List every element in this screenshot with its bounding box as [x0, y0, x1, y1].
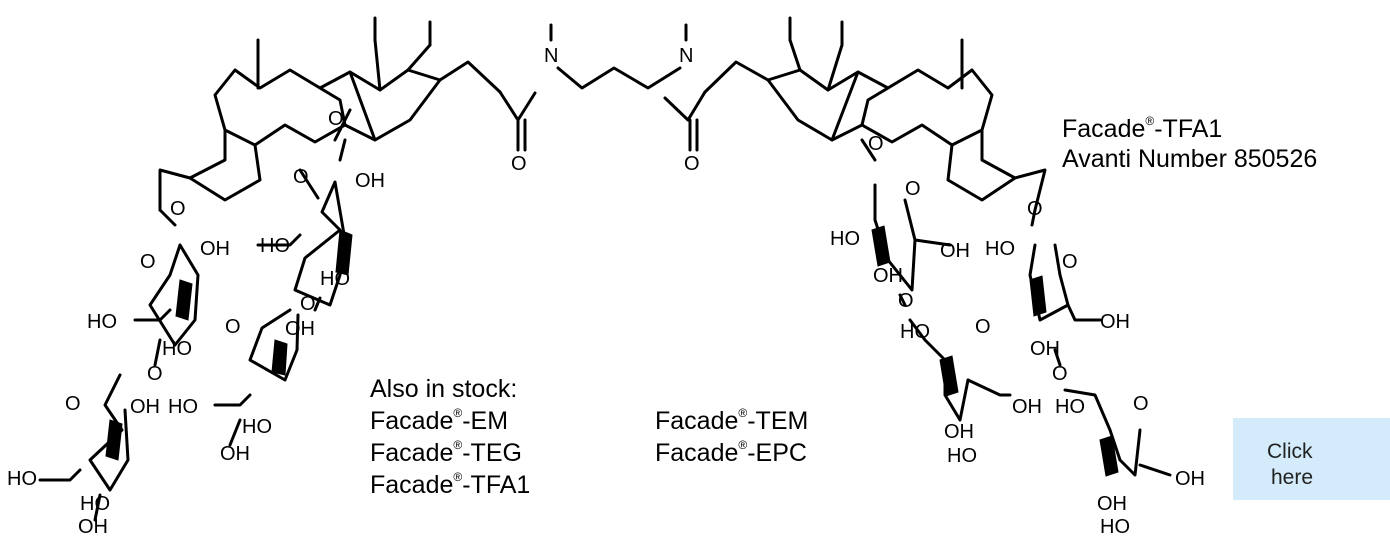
hydroxyl-27: OH [1097, 493, 1127, 515]
click-here-line-2: here [1271, 466, 1314, 489]
nitrogen-atom-right: N [679, 45, 693, 67]
ring-oxygen-3: O [140, 251, 156, 273]
stock-heading: Also in stock: [370, 375, 518, 403]
hydroxyl-6: HO [242, 416, 272, 438]
click-here-line-1: Click [1267, 440, 1313, 463]
hydroxyl-1: OH [355, 170, 385, 192]
nitrogen-atom-left: N [544, 45, 558, 67]
click-here-button[interactable]: Click here [1233, 418, 1390, 500]
hydroxyl-13: HO [80, 493, 110, 515]
hydroxyl-8: OH [200, 238, 230, 260]
ring-oxygen-2: O [225, 316, 241, 338]
stock-item: Facade®-EM [370, 406, 508, 436]
ring-oxygen-6: O [975, 316, 991, 338]
hydroxyl-10: HO [162, 338, 192, 360]
hydroxyl-5: HO [168, 396, 198, 418]
glycosidic-oxygen-4: O [147, 363, 163, 385]
product-name-suffix: -TFA1 [1154, 115, 1223, 143]
hydroxyl-26: OH [1175, 468, 1205, 490]
hydroxyl-28: HO [1100, 516, 1130, 537]
stock-item: Facade®-TEM [655, 406, 808, 436]
hydroxyl-20: OH [944, 421, 974, 443]
sugar-chain-right-outer: O O HO OH OH O O HO OH OH HO [985, 198, 1205, 537]
steroid-core-right [766, 16, 1047, 212]
sugar-chain-right-inner: O O HO OH OH O O HO OH OH HO [830, 133, 1042, 467]
hydroxyl-16: OH [940, 240, 970, 262]
glycosidic-oxygen-3: O [170, 198, 186, 220]
glycosidic-oxygen-8: O [1052, 363, 1068, 385]
registered-mark: ® [453, 406, 463, 420]
registered-mark: ® [738, 406, 748, 420]
ring-oxygen-4: O [65, 393, 81, 415]
registered-mark: ® [453, 438, 463, 452]
hydroxyl-14: OH [78, 516, 108, 537]
ring-oxygen-8: O [1133, 393, 1149, 415]
hydroxyl-19: OH [1012, 396, 1042, 418]
glycosidic-oxygen-6: O [898, 290, 914, 312]
hydroxyl-24: OH [1030, 338, 1060, 360]
carbonyl-oxygen-left: O [511, 153, 527, 175]
stock-item: Facade®-TFA1 [370, 470, 530, 500]
hydroxyl-22: HO [985, 238, 1015, 260]
stock-item-prefix: Facade [655, 407, 739, 435]
stock-item-suffix: -TFA1 [462, 471, 531, 499]
product-name-prefix: Facade [1062, 115, 1146, 143]
stock-item-suffix: -EM [462, 407, 509, 435]
sugar-chain-left-outer: O O OH HO HO O O OH HO HO OH [7, 198, 230, 537]
stock-item-prefix: Facade [370, 439, 454, 467]
glycosidic-oxygen-7: O [1027, 198, 1043, 220]
stock-item: Facade®-EPC [655, 438, 807, 468]
product-number: Avanti Number 850526 [1062, 145, 1318, 173]
stock-item-suffix: -TEM [747, 407, 809, 435]
glycosidic-oxygen-2: O [300, 293, 316, 315]
hydroxyl-18: HO [900, 321, 930, 343]
hydroxyl-23: OH [1100, 311, 1130, 333]
stock-item: Facade®-TEG [370, 438, 522, 468]
stock-item-prefix: Facade [655, 439, 739, 467]
hydroxyl-4: OH [285, 318, 315, 340]
hydroxyl-21: HO [947, 445, 977, 467]
glycosidic-oxygen-5: O [868, 133, 884, 155]
ring-oxygen-1: O [293, 166, 309, 188]
hydroxyl-12: HO [7, 468, 37, 490]
hydroxyl-17: OH [873, 265, 903, 287]
hydroxyl-15: HO [830, 228, 860, 250]
stock-item-suffix: -EPC [747, 439, 807, 467]
registered-mark: ® [1145, 114, 1155, 128]
hydroxyl-11: OH [130, 396, 160, 418]
ring-oxygen-7: O [1062, 251, 1078, 273]
stock-item-prefix: Facade [370, 407, 454, 435]
product-name: Facade®-TFA1 [1062, 114, 1222, 144]
registered-mark: ® [453, 470, 463, 484]
carbonyl-oxygen-right: O [684, 153, 700, 175]
stock-item-prefix: Facade [370, 471, 454, 499]
hydroxyl-2: HO [260, 235, 290, 257]
hydroxyl-25: HO [1055, 396, 1085, 418]
ring-oxygen-5: O [905, 178, 921, 200]
glycosidic-oxygen-1: O [328, 108, 344, 130]
hydroxyl-9: HO [87, 311, 117, 333]
hydroxyl-7: OH [220, 443, 250, 465]
central-linker: N N O O [438, 23, 770, 175]
sugar-chain-left-inner: O O OH HO HO O O OH HO HO OH [168, 108, 385, 465]
stock-item-suffix: -TEG [462, 439, 522, 467]
registered-mark: ® [738, 438, 748, 452]
hydroxyl-3: HO [320, 268, 350, 290]
steroid-core-left [158, 16, 442, 212]
